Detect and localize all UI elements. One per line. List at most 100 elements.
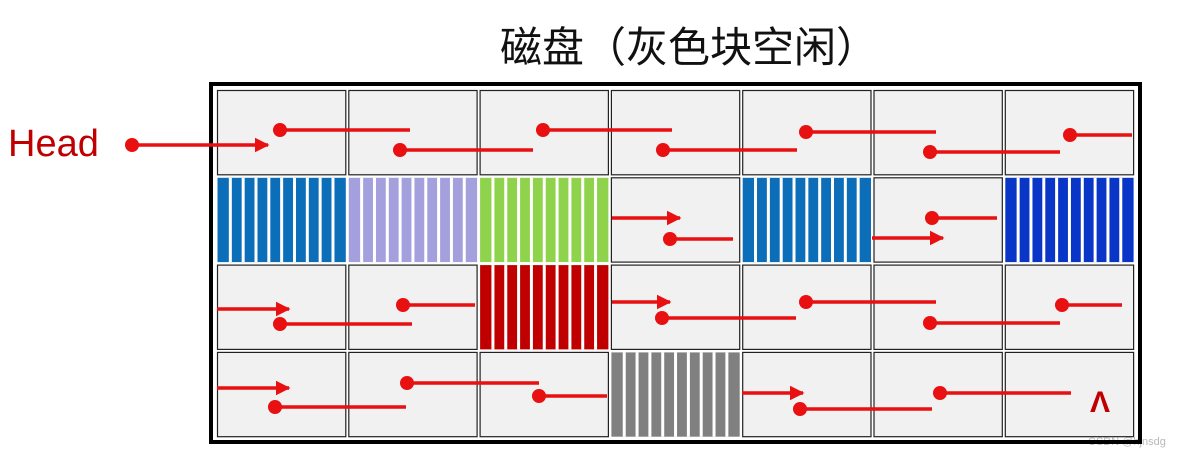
block-stripe (648, 352, 652, 437)
block-stripe (555, 265, 559, 350)
free-block (1004, 264, 1135, 351)
free-list-links (125, 123, 1132, 416)
block-stripe (555, 177, 559, 263)
link-origin-dot (799, 125, 813, 139)
block-stripe (805, 177, 809, 263)
link-origin-dot (925, 211, 939, 225)
block-stripe (818, 177, 822, 263)
block-stripe (385, 177, 389, 263)
block-stripe (449, 177, 453, 263)
block-stripe (712, 352, 716, 437)
null-terminator-symbol: Λ (1090, 386, 1110, 419)
block-stripe (1067, 177, 1071, 263)
block-stripe (1042, 177, 1046, 263)
link-origin-dot (655, 311, 669, 325)
block-stripe (228, 177, 232, 263)
block-stripe (462, 177, 466, 263)
block-stripe (241, 177, 245, 263)
free-block (873, 264, 1003, 351)
block-stripe (267, 177, 271, 263)
block-stripe (1106, 177, 1110, 263)
free-block (216, 351, 347, 438)
block-stripe (529, 177, 533, 263)
link-origin-dot (923, 316, 937, 330)
block-stripe (856, 177, 860, 263)
block-stripe (581, 265, 585, 350)
block-stripe (792, 177, 796, 263)
block-stripe (568, 177, 572, 263)
link-origin-dot (799, 295, 813, 309)
block-stripe (254, 177, 258, 263)
block-stripe (517, 177, 521, 263)
block-stripe (305, 177, 309, 263)
link-origin-dot (663, 232, 677, 246)
block-stripe (529, 265, 533, 350)
link-origin-dot (396, 298, 410, 312)
block-stripe (491, 265, 495, 350)
free-block (610, 89, 741, 176)
block-stripe (504, 265, 508, 350)
link-origin-dot (656, 143, 670, 157)
block-stripe (831, 177, 835, 263)
head-label: Head (8, 123, 99, 165)
free-block (610, 264, 741, 351)
block-stripe (504, 177, 508, 263)
block-stripe (686, 352, 690, 437)
block-stripe (398, 177, 402, 263)
block-stripe (594, 177, 598, 263)
block-stripe (1055, 177, 1059, 263)
link-origin-dot (793, 402, 807, 416)
block-stripe (843, 177, 847, 263)
block-stripe (1119, 177, 1123, 263)
block-stripe (280, 177, 284, 263)
free-block (348, 351, 478, 438)
link-origin-dot (273, 123, 287, 137)
free-block (348, 89, 478, 176)
block-stripe (635, 352, 639, 437)
block-stripe (331, 177, 335, 263)
block-stripe (568, 265, 572, 350)
block-stripe (594, 265, 598, 350)
free-block (610, 177, 741, 263)
block-stripe (360, 177, 364, 263)
disk-outer-border (209, 82, 1142, 444)
link-origin-dot (393, 143, 407, 157)
block-stripe (674, 352, 678, 437)
link-origin-dot (125, 138, 139, 152)
link-origin-dot (532, 389, 546, 403)
block-stripe (581, 177, 585, 263)
link-origin-dot (273, 317, 287, 331)
block-stripe (292, 177, 296, 263)
block-stripe (1029, 177, 1033, 263)
block-stripe (542, 177, 546, 263)
block-stripe (1093, 177, 1097, 263)
block-stripe (437, 177, 441, 263)
block-stripe (1080, 177, 1084, 263)
block-stripe (725, 352, 729, 437)
block-stripe (661, 352, 665, 437)
block-stripe (699, 352, 703, 437)
block-stripe (622, 352, 626, 437)
link-origin-dot (1055, 298, 1069, 312)
block-stripe (766, 177, 770, 263)
disk-blocks (216, 89, 1135, 438)
link-origin-dot (268, 400, 282, 414)
block-stripe (542, 265, 546, 350)
link-origin-dot (1063, 128, 1077, 142)
block-stripe (424, 177, 428, 263)
block-stripe (754, 177, 758, 263)
link-origin-dot (400, 376, 414, 390)
link-origin-dot (536, 123, 550, 137)
block-stripe (517, 265, 521, 350)
block-stripe (372, 177, 376, 263)
block-stripe (779, 177, 783, 263)
disk-title: 磁盘（灰色块空闲） (500, 23, 879, 72)
block-stripe (318, 177, 322, 263)
link-origin-dot (933, 386, 947, 400)
block-stripe (1016, 177, 1020, 263)
block-stripe (491, 177, 495, 263)
free-block (348, 264, 478, 351)
block-stripe (411, 177, 415, 263)
link-origin-dot (923, 145, 937, 159)
